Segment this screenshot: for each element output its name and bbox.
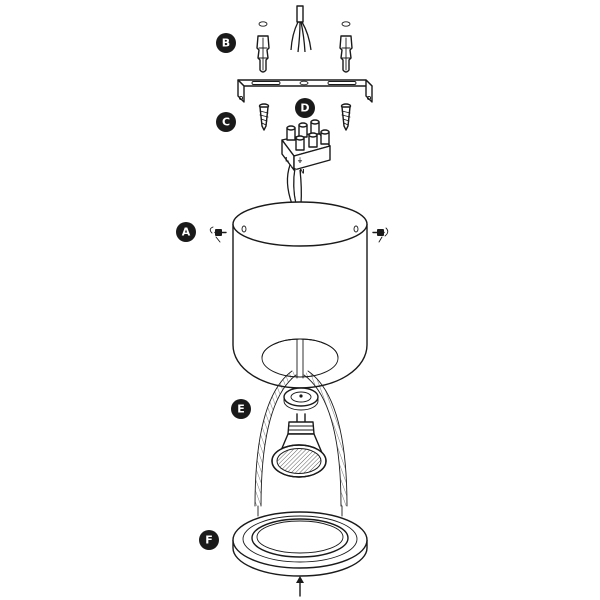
internal-wires [286, 164, 302, 205]
label-a-text: A [182, 226, 191, 239]
terminal-screw-4 [295, 135, 305, 151]
terminal-screw-2 [298, 122, 308, 138]
mounting-bracket [237, 79, 373, 103]
terminal-label-live: L [285, 157, 289, 164]
wall-plug-left [256, 21, 270, 73]
terminal-screw-3 [310, 119, 320, 135]
terminal-screw-6 [320, 129, 330, 145]
label-f-text: F [205, 534, 213, 547]
bezel-trim-ring [232, 505, 368, 577]
wall-plug-right [339, 21, 353, 73]
label-badge-c: C [216, 112, 236, 132]
gu10-lamp [271, 413, 327, 478]
retaining-spring-right [303, 370, 348, 507]
lamp-holder [283, 387, 319, 411]
screw-left [258, 103, 270, 131]
fixing-screw-left [209, 226, 227, 243]
fixing-screw-right [372, 227, 389, 243]
label-c-text: C [222, 116, 230, 129]
label-b-text: B [222, 37, 230, 50]
screw-right [340, 103, 352, 131]
cylinder-housing [232, 201, 368, 389]
label-badge-e: E [231, 399, 251, 419]
label-badge-a: A [176, 222, 196, 242]
mains-cable-top [290, 5, 312, 53]
terminal-label-earth: ⏚ [297, 158, 303, 165]
terminal-screw-5 [308, 132, 318, 148]
terminal-label-neutral: N [299, 169, 304, 176]
label-d-text: D [300, 102, 309, 115]
label-e-text: E [237, 403, 245, 416]
terminal-screw-1 [286, 125, 296, 141]
label-badge-d: D [295, 98, 315, 118]
insert-direction-arrow [296, 576, 304, 597]
label-badge-f: F [199, 530, 219, 550]
retaining-spring-left [254, 370, 297, 507]
label-badge-b: B [216, 33, 236, 53]
terminal-block: L ⏚ N [281, 119, 331, 176]
